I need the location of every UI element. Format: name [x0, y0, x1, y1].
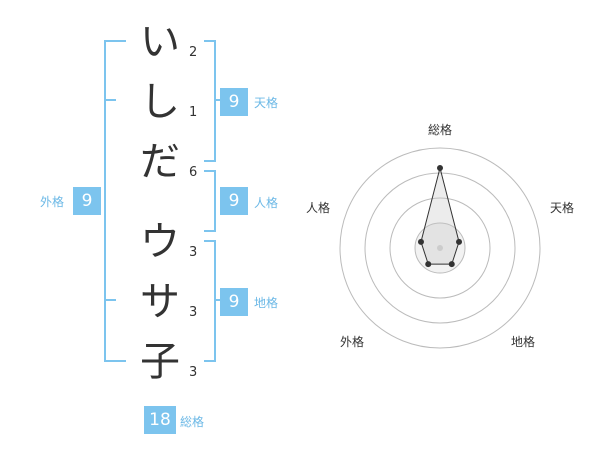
radar-ring	[364, 172, 516, 324]
tenkaku-label: 天格	[254, 96, 279, 110]
jinkaku-value: 9	[220, 187, 248, 215]
stroke-count-4: 3	[189, 245, 198, 260]
name-char-2: し	[140, 79, 180, 125]
gaikaku-bracket	[104, 40, 126, 362]
jinkaku-bracket	[204, 170, 216, 232]
name-char-5: サ	[140, 279, 180, 325]
tenkaku-bracket-tick	[214, 99, 222, 101]
jinkaku-label: 人格	[254, 196, 279, 210]
radar-ring	[339, 147, 541, 349]
radar-label-tenkaku: 天格	[550, 201, 575, 215]
tenkaku-bracket	[204, 40, 216, 162]
radar-label-chikaku: 地格	[511, 335, 536, 349]
radar-label-jinkaku: 人格	[306, 201, 331, 215]
radar-point-1	[437, 165, 443, 171]
name-char-1: い	[140, 19, 180, 65]
chikaku-value: 9	[220, 288, 248, 316]
stroke-count-2: 1	[189, 105, 198, 120]
gaikaku-value: 9	[73, 187, 101, 215]
radar-ring	[389, 197, 491, 299]
chikaku-bracket-tick	[214, 299, 222, 301]
name-char-4: ウ	[140, 219, 180, 265]
stroke-count-6: 3	[189, 365, 198, 380]
stroke-count-1: 2	[189, 45, 198, 60]
gaikaku-bracket-tick-upper	[104, 99, 116, 101]
radar-point-5	[417, 238, 424, 245]
tenkaku-value: 9	[220, 88, 248, 116]
gaikaku-bracket-tick-lower	[104, 299, 116, 301]
radar-label-gaikaku: 外格	[340, 335, 365, 349]
radar-center	[437, 245, 443, 251]
soukaku-label: 総格	[180, 415, 205, 429]
soukaku-value: 18	[144, 406, 176, 434]
chikaku-label: 地格	[254, 296, 279, 310]
chikaku-bracket	[204, 240, 216, 362]
radar-polygon	[420, 167, 460, 265]
radar-point-4	[425, 261, 432, 268]
radar-point-3	[448, 261, 455, 268]
radar-point-2	[456, 238, 463, 245]
gaikaku-label: 外格	[40, 195, 65, 209]
stroke-count-5: 3	[189, 305, 198, 320]
name-char-3: だ	[140, 139, 180, 185]
radar-label-soukaku: 総格	[428, 123, 453, 137]
stroke-count-3: 6	[189, 165, 198, 180]
name-char-6: 子	[140, 339, 180, 385]
